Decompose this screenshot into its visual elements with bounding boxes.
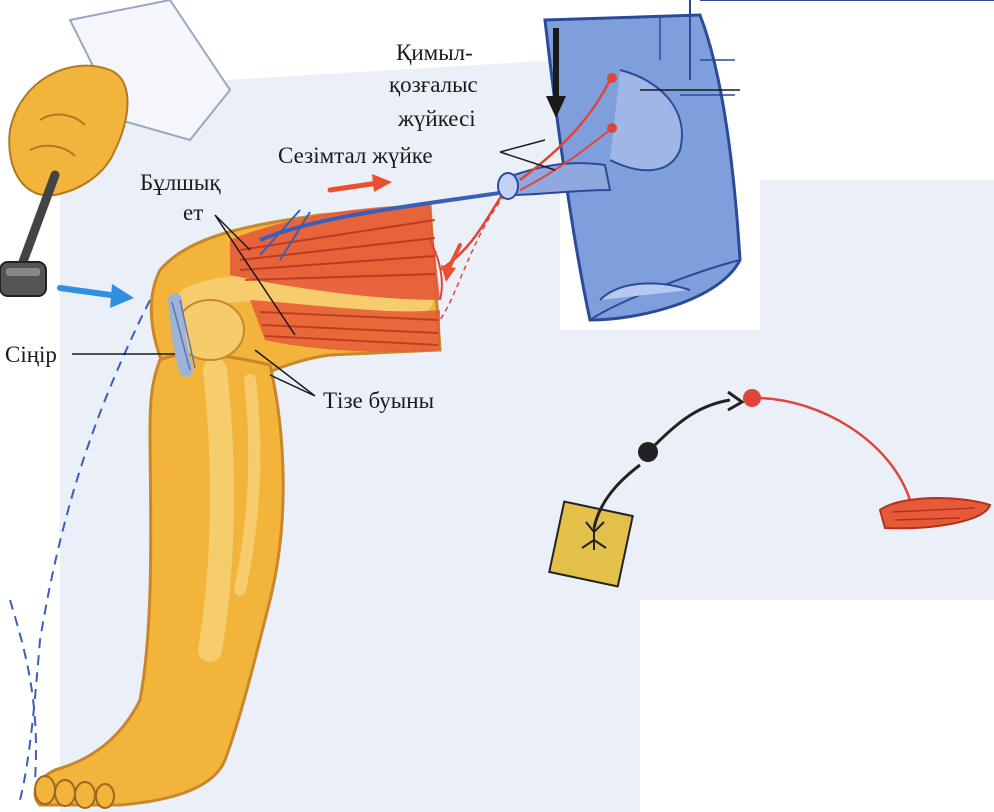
doctor-hand: [8, 0, 232, 197]
labels: Қимыл- қозғалыс жүйкесі Сезімтал жүйке Б…: [5, 40, 478, 413]
tendon-label: Сіңір: [5, 342, 57, 367]
muscle-label-2: ет: [183, 200, 203, 225]
motor-nerve-label-2: қозғалыс: [389, 72, 478, 97]
blue-arrow-icon: [57, 284, 134, 308]
leader-lines: [72, 89, 740, 397]
sensory-nerve-label: Сезімтал жүйке: [278, 143, 433, 168]
reflex-arc-schematic: [548, 389, 992, 588]
motor-nerve-label-3: жүйкесі: [397, 106, 476, 131]
motor-nerve-label-1: Қимыл-: [396, 40, 473, 65]
muscle-label-1: Бұлшық: [140, 170, 221, 195]
knee-joint-label: Тізе буыны: [323, 388, 434, 413]
dashed-outline: [9, 299, 151, 801]
reflex-hammer-icon: [0, 170, 60, 297]
red-arrow-icon: [327, 174, 462, 282]
toes: [34, 775, 115, 809]
nerve-root: [497, 73, 617, 200]
tendon: [168, 293, 196, 377]
black-down-arrow-icon: [546, 28, 566, 118]
sensory-nerve-path: [259, 188, 521, 261]
spinal-cord: [543, 0, 994, 322]
